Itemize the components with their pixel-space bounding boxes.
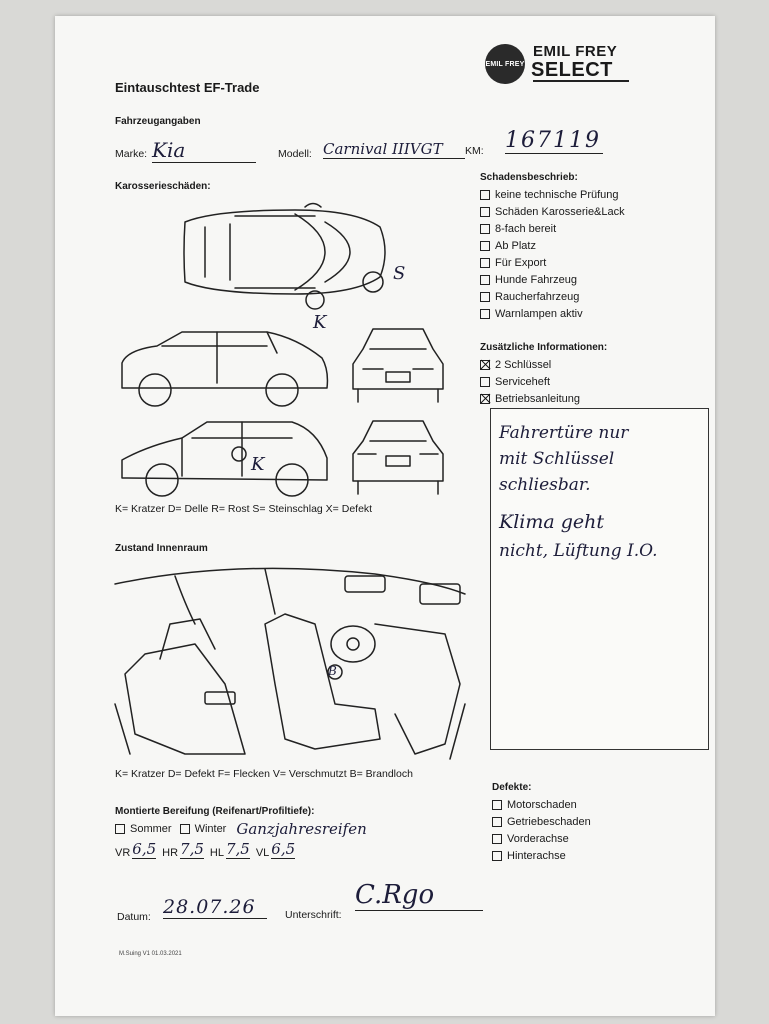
km-label: KM:	[465, 145, 484, 157]
checkbox[interactable]	[492, 816, 502, 827]
car-front-view-diagram[interactable]	[348, 324, 448, 404]
tire-season-row: Sommer Winter Ganzjahresreifen	[115, 820, 367, 838]
additional-info-list: 2 Schlüssel Serviceheft Betriebsanleitun…	[480, 356, 580, 407]
hl-field[interactable]: 7,5	[225, 840, 250, 859]
winter-label: Winter	[194, 823, 227, 835]
vr-field[interactable]: 6,5	[132, 840, 157, 859]
checkbox-checked[interactable]	[480, 359, 490, 370]
checkbox[interactable]	[492, 833, 502, 844]
car-rear-view-diagram[interactable]	[348, 416, 448, 496]
vehicle-section-title: Fahrzeugangaben	[115, 116, 201, 127]
damage-mark-s: S	[393, 263, 406, 284]
damage-option-body-paint[interactable]: Schäden Karosserie&Lack	[480, 203, 625, 220]
defects-title: Defekte:	[492, 782, 532, 793]
damage-option-no-tech-check[interactable]: keine technische Prüfung	[480, 186, 625, 203]
defect-option-gearbox[interactable]: Getriebeschaden	[492, 813, 591, 830]
km-field[interactable]: 167119	[505, 128, 603, 154]
notes-box[interactable]: Fahrertüre nur mit Schlüssel schliesbar.…	[490, 408, 709, 750]
note-line-4: Klima geht	[499, 511, 605, 533]
info-option-two-keys[interactable]: 2 Schlüssel	[480, 356, 580, 373]
car-side-view-right-diagram[interactable]	[117, 328, 332, 408]
checkbox[interactable]	[480, 376, 490, 387]
damage-option-warning-lights[interactable]: Warnlampen aktiv	[480, 305, 625, 322]
trade-in-form: Eintauschtest EF-Trade EMIL FREY EMIL FR…	[55, 16, 715, 1016]
hl-label: HL	[209, 847, 224, 859]
checkbox[interactable]	[492, 799, 502, 810]
summer-checkbox[interactable]	[115, 824, 125, 834]
defect-option-rear-axle[interactable]: Hinterachse	[492, 847, 591, 864]
summer-label: Sommer	[130, 823, 172, 835]
hr-field[interactable]: 7,5	[180, 840, 204, 859]
interior-legend: K= Kratzer D= Defekt F= Flecken V= Versc…	[115, 768, 413, 780]
body-damage-legend: K= Kratzer D= Delle R= Rost S= Steinschl…	[115, 503, 373, 515]
tire-depth-row: VR 6,5 HR 7,5 HL 7,5 VL 6,5	[115, 840, 301, 859]
make-field[interactable]: Kia	[152, 138, 256, 163]
checkbox[interactable]	[480, 223, 490, 234]
hr-label: HR	[162, 847, 179, 859]
checkbox[interactable]	[480, 274, 490, 285]
date-label: Datum:	[117, 911, 151, 923]
additional-info-title: Zusätzliche Informationen:	[480, 342, 608, 353]
form-version: M.Suing V1 01.03.2021	[119, 951, 182, 957]
defects-list: Motorschaden Getriebeschaden Vorderachse…	[492, 796, 591, 864]
damage-mark-k-side: K	[251, 454, 265, 475]
model-field[interactable]: Carnival IIIVGT	[323, 140, 465, 159]
brand-select: SELECT	[531, 59, 613, 81]
tires-title: Montierte Bereifung (Reifenart/Profiltie…	[115, 806, 315, 817]
checkbox[interactable]	[480, 257, 490, 268]
vl-field[interactable]: 6,5	[271, 840, 296, 859]
form-title: Eintauschtest EF-Trade	[115, 80, 260, 95]
interior-diagram[interactable]	[114, 564, 470, 760]
damage-mark-k-top: K	[313, 312, 327, 333]
checkbox[interactable]	[480, 291, 490, 302]
info-option-manual[interactable]: Betriebsanleitung	[480, 390, 580, 407]
signature-label: Unterschrift:	[285, 909, 342, 921]
model-label: Modell:	[278, 148, 312, 160]
checkbox[interactable]	[492, 850, 502, 861]
vl-label: VL	[255, 847, 270, 859]
damage-option-dog-vehicle[interactable]: Hunde Fahrzeug	[480, 271, 625, 288]
damage-option-ab-platz[interactable]: Ab Platz	[480, 237, 625, 254]
winter-checkbox[interactable]	[179, 824, 190, 834]
note-line-1: Fahrertüre nur	[499, 423, 629, 443]
checkbox[interactable]	[480, 206, 490, 217]
note-line-5: nicht, Lüftung I.O.	[499, 541, 658, 561]
tire-type-value[interactable]: Ganzjahresreifen	[236, 820, 367, 838]
vr-label: VR	[115, 847, 131, 859]
car-side-view-left-diagram[interactable]	[117, 418, 332, 498]
checkbox[interactable]	[480, 308, 490, 319]
damage-option-export[interactable]: Für Export	[480, 254, 625, 271]
note-line-3: schliesbar.	[499, 475, 591, 495]
car-top-view-diagram[interactable]	[175, 202, 395, 310]
info-option-service-book[interactable]: Serviceheft	[480, 373, 580, 390]
damage-option-smoker[interactable]: Raucherfahrzeug	[480, 288, 625, 305]
brand-underline	[533, 80, 629, 82]
brand-name: EMIL FREY	[533, 43, 618, 60]
checkbox-checked[interactable]	[480, 393, 490, 404]
signature-field[interactable]: C.Rgo	[355, 880, 483, 911]
defect-option-front-axle[interactable]: Vorderachse	[492, 830, 591, 847]
checkbox[interactable]	[480, 189, 490, 200]
body-damage-title: Karosserieschäden:	[115, 181, 211, 192]
damage-desc-list: keine technische Prüfung Schäden Karosse…	[480, 186, 625, 322]
interior-title: Zustand Innenraum	[115, 543, 208, 554]
defect-option-engine[interactable]: Motorschaden	[492, 796, 591, 813]
emil-frey-logo-icon: EMIL FREY	[485, 44, 525, 84]
damage-option-8-fold-ready[interactable]: 8-fach bereit	[480, 220, 625, 237]
note-line-2: mit Schlüssel	[499, 449, 615, 469]
interior-mark-b: B	[328, 664, 337, 678]
make-label: Marke:	[115, 148, 148, 160]
date-field[interactable]: 28.07.26	[163, 896, 267, 919]
damage-desc-title: Schadensbeschrieb:	[480, 172, 578, 183]
checkbox[interactable]	[480, 240, 490, 251]
